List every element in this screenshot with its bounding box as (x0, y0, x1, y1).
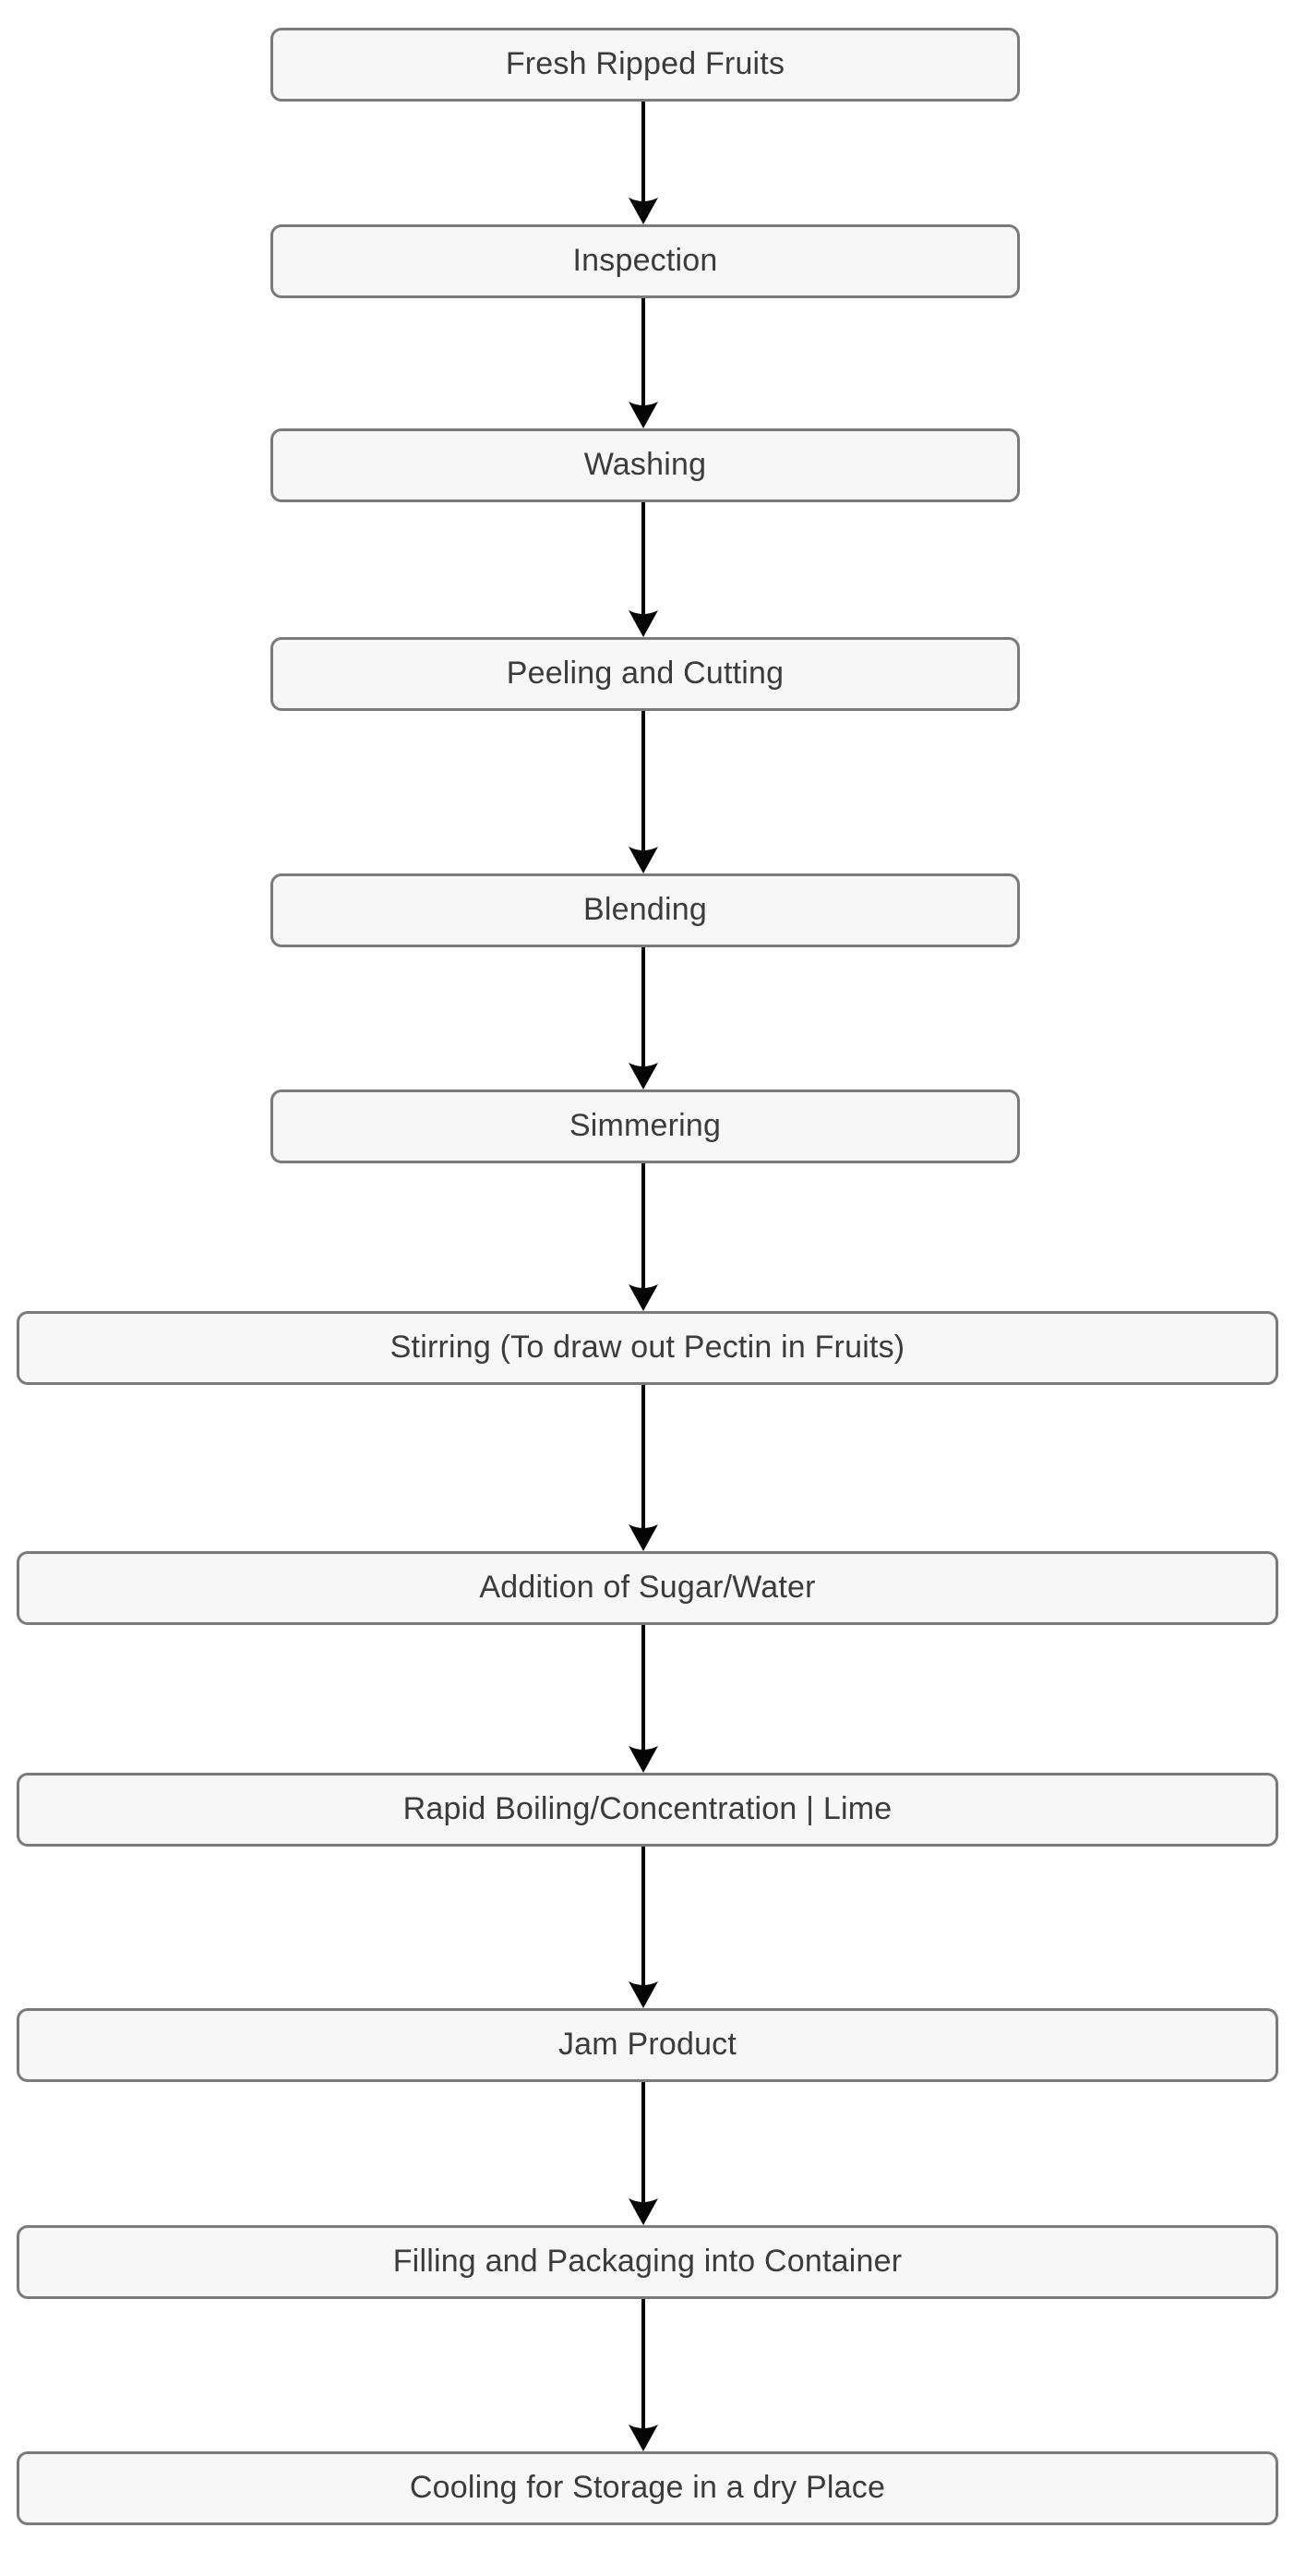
arrow-head-icon (629, 2197, 658, 2225)
flow-arrow-n9-to-n10 (629, 1847, 658, 2008)
arrow-shaft (641, 102, 645, 204)
arrow-head-icon (629, 1523, 658, 1551)
flow-arrow-n11-to-n12 (629, 2299, 658, 2451)
flow-node-label: Fresh Ripped Fruits (505, 46, 785, 82)
flow-node-n9[interactable]: Rapid Boiling/Concentration | Lime (17, 1773, 1278, 1847)
flow-node-label: Simmering (569, 1108, 722, 1144)
arrow-head-icon (629, 197, 658, 224)
flow-node-label: Rapid Boiling/Concentration | Lime (402, 1791, 893, 1827)
arrow-shaft (641, 2082, 645, 2205)
arrow-shaft (641, 711, 645, 853)
arrow-shaft (641, 1163, 645, 1291)
flow-arrow-n6-to-n7 (629, 1163, 658, 1311)
flow-node-n11[interactable]: Filling and Packaging into Container (17, 2225, 1278, 2299)
flow-arrow-n4-to-n5 (629, 711, 658, 873)
arrow-shaft (641, 947, 645, 1069)
flow-arrow-n5-to-n6 (629, 947, 658, 1089)
flow-arrow-n3-to-n4 (629, 502, 658, 637)
arrow-head-icon (629, 1283, 658, 1311)
arrow-head-icon (629, 1745, 658, 1773)
arrow-head-icon (629, 401, 658, 428)
flow-node-label: Washing (583, 447, 707, 483)
flow-node-n10[interactable]: Jam Product (17, 2008, 1278, 2082)
arrow-shaft (641, 1625, 645, 1752)
flow-node-label: Jam Product (557, 2027, 737, 2063)
flow-arrow-n1-to-n2 (629, 102, 658, 224)
arrow-shaft (641, 502, 645, 617)
flow-arrow-n10-to-n11 (629, 2082, 658, 2225)
arrow-head-icon (629, 846, 658, 873)
flow-node-label: Cooling for Storage in a dry Place (409, 2470, 886, 2506)
arrow-shaft (641, 298, 645, 408)
arrow-head-icon (629, 2424, 658, 2451)
flow-arrow-n8-to-n9 (629, 1625, 658, 1773)
flow-node-n4[interactable]: Peeling and Cutting (270, 637, 1020, 711)
flow-node-n5[interactable]: Blending (270, 873, 1020, 947)
arrow-shaft (641, 1847, 645, 1988)
flow-node-label: Filling and Packaging into Container (392, 2244, 903, 2280)
flow-node-n12[interactable]: Cooling for Storage in a dry Place (17, 2451, 1278, 2525)
flow-node-n2[interactable]: Inspection (270, 224, 1020, 298)
flow-node-label: Stirring (To draw out Pectin in Fruits) (389, 1330, 905, 1366)
flow-node-n6[interactable]: Simmering (270, 1089, 1020, 1163)
flow-node-n7[interactable]: Stirring (To draw out Pectin in Fruits) (17, 1311, 1278, 1385)
flow-node-label: Blending (583, 892, 707, 928)
flow-node-label: Peeling and Cutting (506, 656, 785, 692)
flow-arrow-n7-to-n8 (629, 1385, 658, 1551)
flow-arrow-n2-to-n3 (629, 298, 658, 428)
flow-node-label: Inspection (572, 243, 718, 279)
flow-node-label: Addition of Sugar/Water (479, 1570, 816, 1606)
arrow-head-icon (629, 1062, 658, 1089)
arrow-shaft (641, 1385, 645, 1531)
arrow-shaft (641, 2299, 645, 2431)
arrow-head-icon (629, 1980, 658, 2008)
flow-node-n3[interactable]: Washing (270, 428, 1020, 502)
flow-node-n1[interactable]: Fresh Ripped Fruits (270, 28, 1020, 102)
flow-node-n8[interactable]: Addition of Sugar/Water (17, 1551, 1278, 1625)
arrow-head-icon (629, 609, 658, 637)
